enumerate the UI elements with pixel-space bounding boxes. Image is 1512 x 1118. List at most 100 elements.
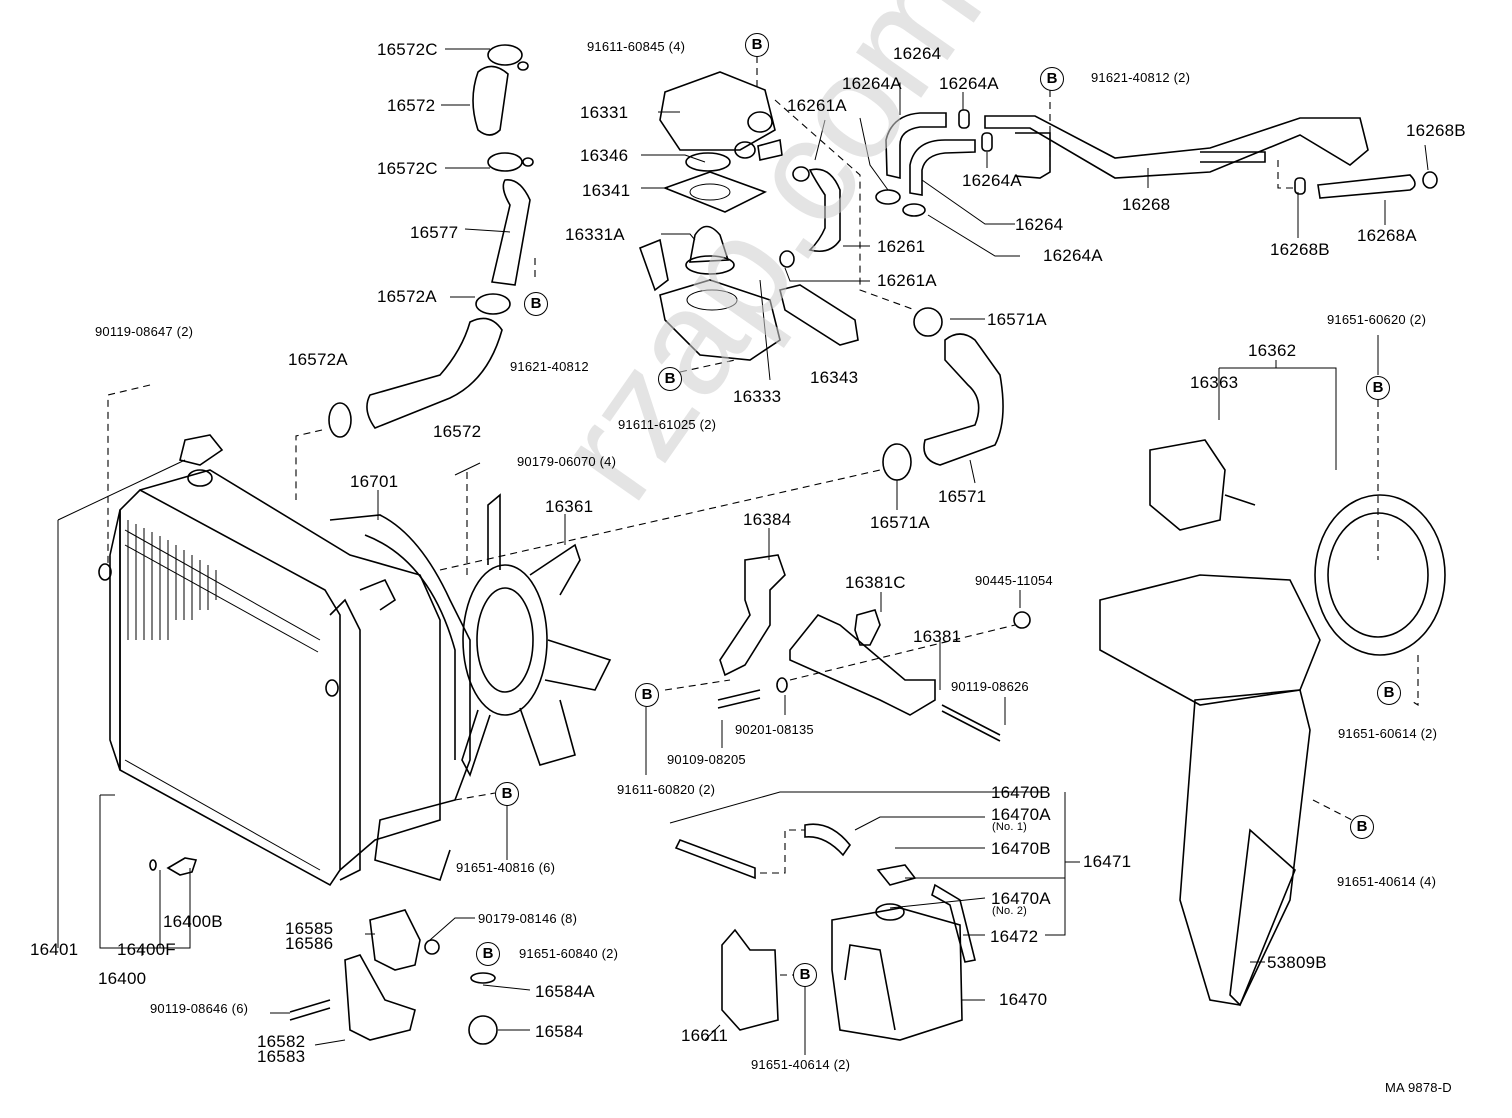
part-label-16585: 16585: [285, 919, 334, 938]
o-ring-16400f: [149, 859, 157, 871]
bypass-pipe-16268: [984, 115, 1369, 179]
reservoir-tank-16470: [831, 903, 963, 1041]
cooling-fan-16361: [461, 493, 612, 778]
hose-clamp-16572a-left: [328, 402, 352, 438]
part-label-53809b: 53809B: [1267, 953, 1327, 972]
hose-clamp-16571a-bottom: [882, 443, 912, 481]
air-duct-16362: [1099, 494, 1446, 1006]
valve-16363: [1149, 439, 1226, 531]
bolt-90109: [717, 689, 761, 709]
part-label-91611-60820: 91611-60820 (2): [617, 782, 716, 797]
part-label-16584: 16584: [535, 1022, 584, 1041]
part-label-90445-11054: 90445-11054: [975, 573, 1053, 588]
part-label-16362: 16362: [1248, 341, 1297, 360]
part-label-16470b: 16470B: [991, 839, 1051, 858]
bolt-symbol: B: [495, 782, 519, 806]
hose-16264-upper: [885, 112, 947, 180]
part-label-16470: 16470: [999, 990, 1048, 1009]
nut-90179-08146: [424, 939, 440, 955]
part-label-91621-40812: 91621-40812: [510, 359, 589, 374]
fan-shroud-16701: [329, 514, 471, 881]
bolt-symbol: B: [1350, 815, 1374, 839]
hose-16470a-no1: [804, 823, 851, 857]
washer-90201: [776, 677, 788, 693]
thermostat-16331a: [689, 225, 730, 263]
overflow-hose-left: [674, 838, 756, 880]
construction-lines: [107, 56, 1419, 976]
part-label-16264a: 16264A: [939, 74, 999, 93]
leader-lines: [57, 48, 1429, 1055]
part-label-16572c: 16572C: [377, 159, 438, 178]
part-label-16470b: 16470B: [991, 783, 1051, 802]
part-label-16333: 16333: [733, 387, 782, 406]
hose-16261: [808, 168, 841, 253]
part-label-16381: 16381: [913, 627, 962, 646]
cushion-90445: [1013, 611, 1031, 629]
part-label-16346: 16346: [580, 146, 629, 165]
part-label-16341: 16341: [582, 181, 631, 200]
part-label-91611-61025: 91611-61025 (2): [618, 417, 717, 432]
part-label-16572a: 16572A: [288, 350, 348, 369]
part-label-16470a: 16470A: [991, 889, 1051, 908]
water-inlet-16333: [659, 279, 781, 361]
part-label-90179-08146: 90179-08146 (8): [478, 911, 578, 926]
bolt-symbol: B: [1040, 67, 1064, 91]
clamp-16381c: [854, 609, 881, 646]
part-label-91651-40614: 91651-40614 (4): [1337, 874, 1437, 889]
part-label-16268a: 16268A: [1357, 226, 1417, 245]
part-label-16261: 16261: [877, 237, 926, 256]
part-label-16572: 16572: [433, 422, 482, 441]
seal-53809b: [1229, 828, 1296, 1007]
hose-clamp-16571a-top: [913, 307, 943, 337]
part-label-16582: 16582: [257, 1032, 306, 1051]
bracket-16582: [344, 954, 416, 1041]
hose-16268a: [1317, 174, 1416, 199]
part-label-16384: 16384: [743, 510, 792, 529]
part-label-16571a: 16571A: [870, 513, 930, 532]
fan-bracket-16384: [719, 554, 786, 677]
bolt-symbol: B: [524, 292, 548, 316]
part-label-16572a: 16572A: [377, 287, 437, 306]
cushion-16584a: [470, 972, 496, 984]
part-label-16400: 16400: [98, 969, 147, 988]
cushion-16584: [468, 1015, 498, 1045]
part-label-16331a: 16331A: [565, 225, 625, 244]
part-label-90119-08646: 90119-08646 (6): [150, 1001, 249, 1016]
part-label-16472: 16472: [990, 927, 1039, 946]
part-label-16363: 16363: [1190, 373, 1239, 392]
gasket-16343: [779, 284, 859, 346]
bolt-symbol: B: [658, 367, 682, 391]
gasket-16346: [685, 152, 731, 172]
drain-cock-16400b: [166, 857, 198, 876]
part-label-16611: 16611: [681, 1026, 729, 1045]
part-label-91651-60840: 91651-60840 (2): [519, 946, 619, 961]
part-label-16586: 16586: [285, 934, 334, 953]
hose-16572-upper: [472, 65, 509, 136]
bolt-symbol: B: [1377, 681, 1401, 705]
part-label-90109-08205: 90109-08205: [667, 752, 746, 767]
hose-16572-lower: [366, 317, 503, 429]
part-label-16471: 16471: [1083, 852, 1132, 871]
bracket-16381: [789, 614, 936, 716]
part-label-90201-08135: 90201-08135: [735, 722, 814, 737]
part-label-16470a: 16470A: [991, 805, 1051, 824]
part-label-note: (No. 1): [992, 821, 1028, 833]
gasket-16341: [662, 171, 768, 213]
part-label-91651-60614: 91651-60614 (2): [1338, 726, 1438, 741]
hose-16472: [931, 883, 976, 963]
part-label-16571a: 16571A: [987, 310, 1047, 329]
part-label-16264a: 16264A: [842, 74, 902, 93]
part-label-16264: 16264: [893, 44, 942, 63]
part-label-91611-60845: 91611-60845 (4): [587, 39, 686, 54]
hose-16571: [923, 333, 1004, 466]
part-label-note: (No. 2): [992, 905, 1028, 917]
part-label-16331: 16331: [580, 103, 629, 122]
part-label-16268: 16268: [1122, 195, 1171, 214]
part-label-16577: 16577: [410, 223, 459, 242]
part-label-91651-40816: 91651-40816 (6): [456, 860, 556, 875]
part-label-16264a: 16264A: [1043, 246, 1103, 265]
hose-clamp-16572a-right: [475, 293, 511, 315]
part-label-91621-40812: 91621-40812 (2): [1091, 70, 1191, 85]
part-label-16572c: 16572C: [377, 40, 438, 59]
